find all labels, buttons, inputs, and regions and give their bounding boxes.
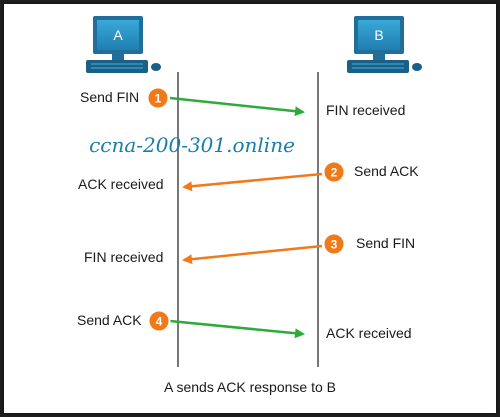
step-1-number: 1 <box>155 92 162 106</box>
diagram-caption: A sends ACK response to B <box>164 379 336 395</box>
step-2-sender-label: Send ACK <box>354 163 419 179</box>
step-4-receiver-label: ACK received <box>326 325 412 341</box>
step-4-number: 4 <box>156 315 163 329</box>
step-1-sender-label: Send FIN <box>80 89 139 105</box>
step-3-arrow <box>182 244 323 265</box>
step-1: Send FIN 1 FIN received <box>80 86 405 118</box>
step-1-arrow <box>169 96 305 117</box>
step-2-badge <box>322 160 346 184</box>
computer-a-icon: A <box>86 16 161 73</box>
step-2-receiver-label: ACK received <box>78 176 164 192</box>
computer-b-icon: B <box>347 16 422 73</box>
step-2: Send ACK 2 ACK received <box>78 160 419 192</box>
step-3: Send FIN 3 FIN received <box>84 232 415 265</box>
step-3-sender-label: Send FIN <box>356 235 415 251</box>
step-4: Send ACK 4 ACK received <box>77 309 412 341</box>
step-4-arrow <box>169 319 305 339</box>
step-3-badge <box>322 232 346 256</box>
host-b-letter: B <box>374 27 383 43</box>
step-2-number: 2 <box>331 166 338 180</box>
watermark-text: ccna-200-301.online <box>89 133 295 157</box>
step-4-sender-label: Send ACK <box>77 312 142 328</box>
host-a-letter: A <box>113 27 123 43</box>
step-3-receiver-label: FIN received <box>84 249 163 265</box>
step-4-badge <box>147 309 171 333</box>
step-2-arrow <box>182 172 323 192</box>
diagram-frame <box>4 4 496 413</box>
step-1-receiver-label: FIN received <box>326 102 405 118</box>
step-1-badge <box>146 86 170 110</box>
step-3-number: 3 <box>331 238 338 252</box>
